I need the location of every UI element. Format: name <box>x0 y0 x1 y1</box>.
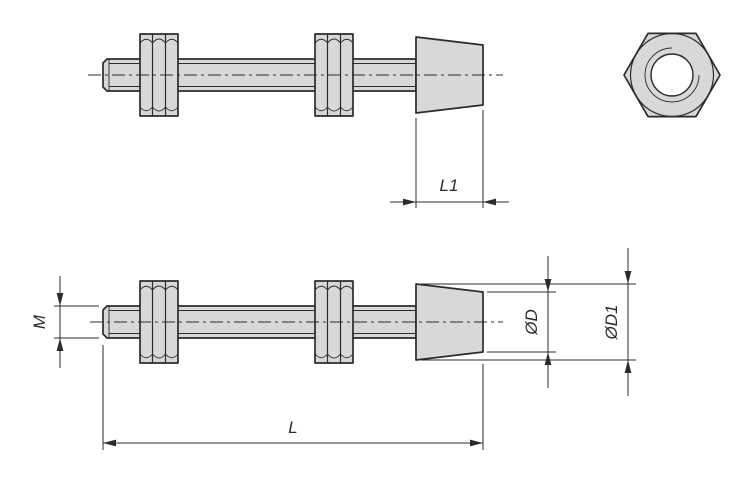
dimension-arrow <box>403 198 416 206</box>
chamfer-circle <box>629 32 715 118</box>
dimension-arrow <box>544 352 552 365</box>
dimension-label-d: ØD <box>522 309 541 336</box>
dimension-arrow <box>56 293 64 306</box>
dimension-l1: L1 <box>390 110 509 208</box>
dimension-arrow <box>56 338 64 351</box>
dimension-d: ØD <box>487 256 556 388</box>
dimension-arrow <box>103 439 116 447</box>
dimension-label-d1: ØD1 <box>602 305 621 341</box>
dimension-m: M <box>30 276 99 368</box>
dimension-l: L <box>102 345 484 450</box>
dimension-label-m: M <box>30 314 49 329</box>
dimension-arrow <box>470 439 483 447</box>
end-view-hex-nut <box>623 32 721 118</box>
thread-arc <box>644 47 700 103</box>
dimension-arrow <box>624 271 632 284</box>
dimension-arrow <box>483 198 496 206</box>
side-view-upper <box>88 33 503 117</box>
dimension-arrow <box>624 360 632 373</box>
thrust-pad <box>415 283 484 361</box>
dimension-label-l: L <box>288 418 297 437</box>
dimension-label-l1: L1 <box>440 176 459 195</box>
side-view-lower <box>90 280 503 364</box>
dimension-d1: ØD1 <box>421 248 636 396</box>
dimension-arrow <box>544 279 552 292</box>
bore-hole <box>650 53 694 97</box>
